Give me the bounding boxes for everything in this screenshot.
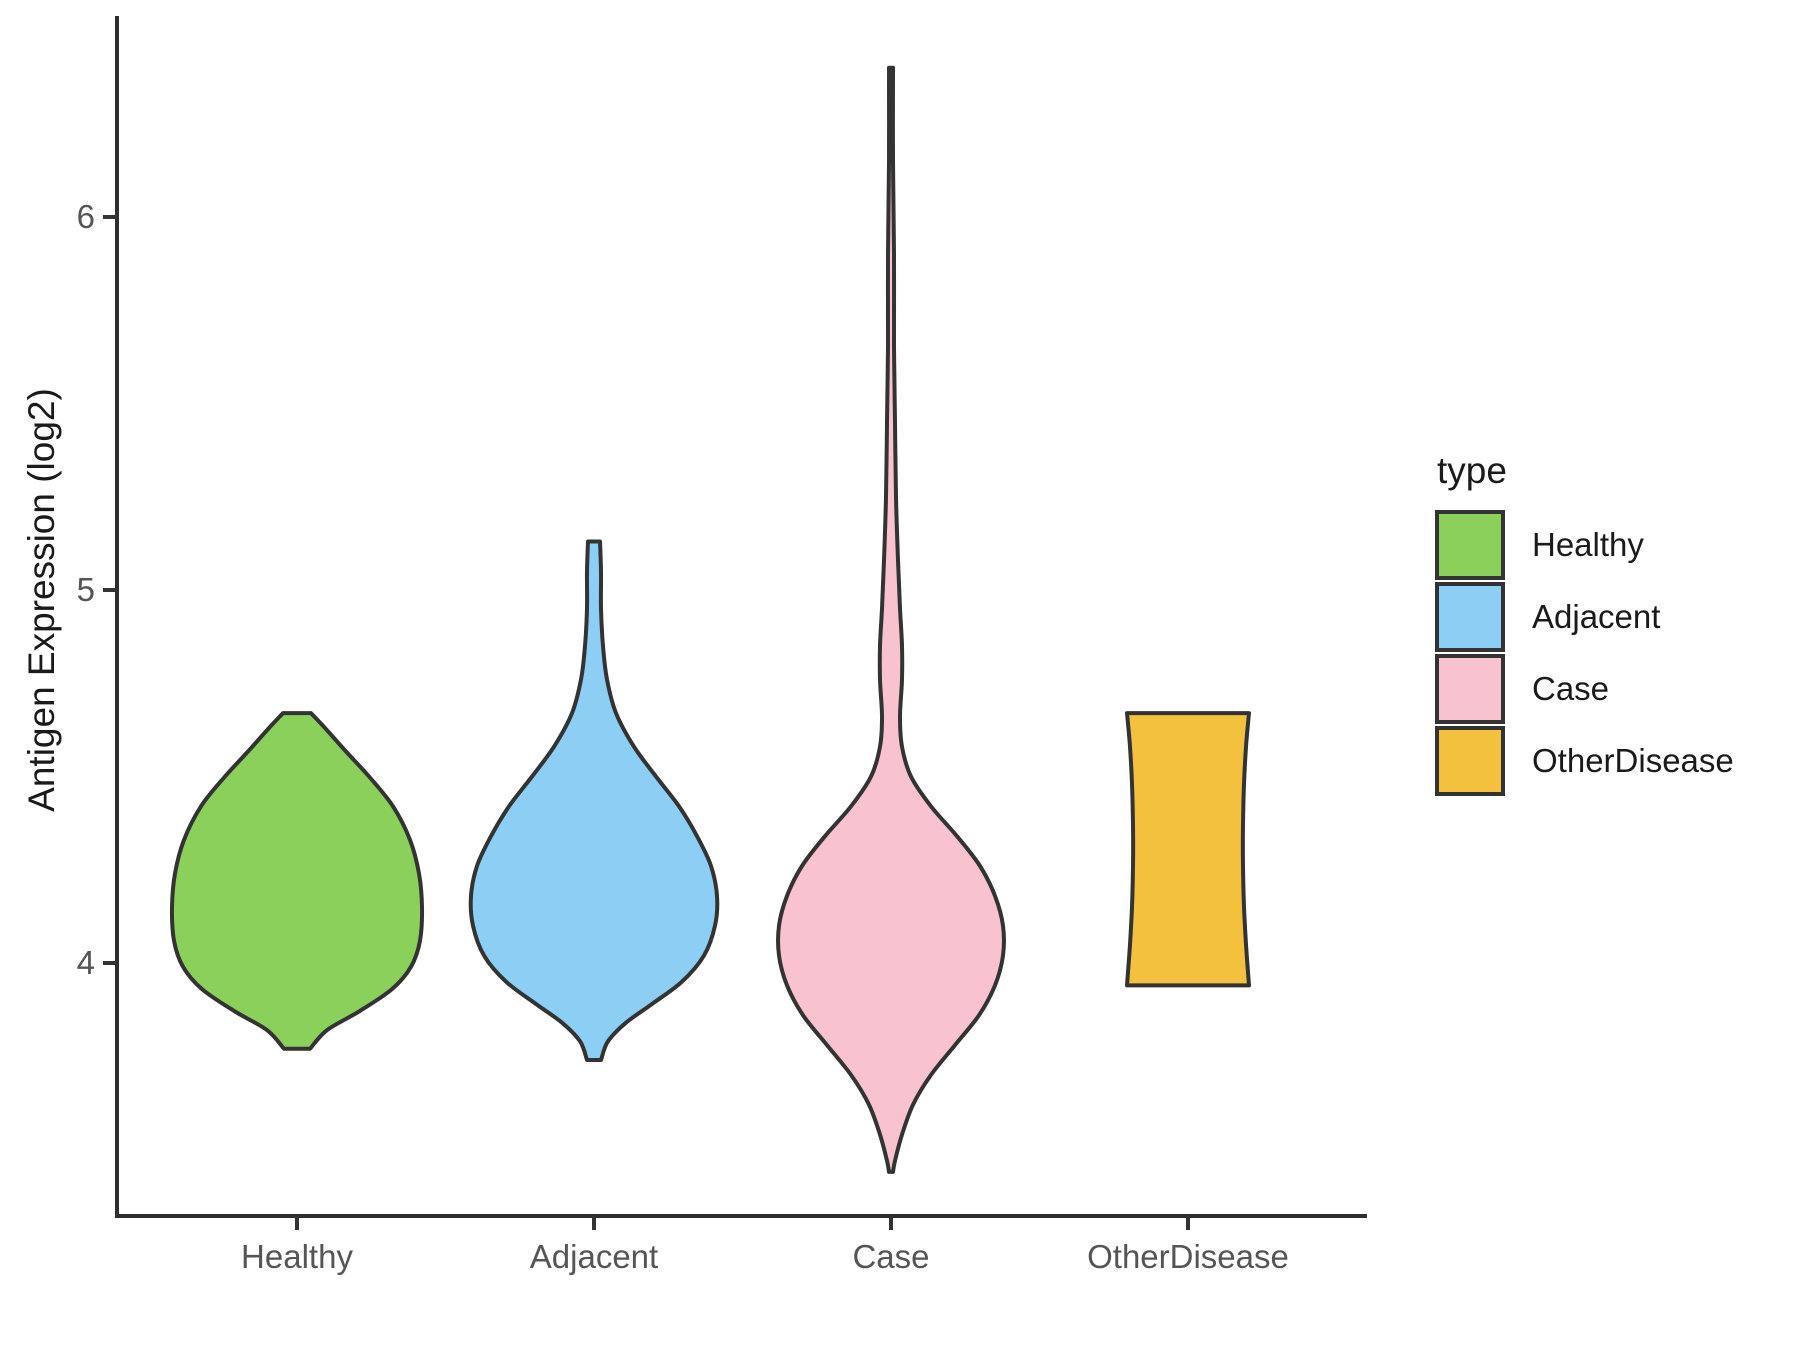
y-axis-title: Antigen Expression (log2) <box>21 388 62 812</box>
legend-label-case: Case <box>1532 670 1609 707</box>
legend-label-otherdisease: OtherDisease <box>1532 742 1734 779</box>
y-tick-label: 4 <box>77 944 95 981</box>
x-tick-label-otherdisease: OtherDisease <box>1087 1238 1289 1275</box>
legend-swatch-otherdisease <box>1435 726 1505 796</box>
x-tick-label-healthy: Healthy <box>241 1238 353 1275</box>
x-tick-label-case: Case <box>852 1238 929 1275</box>
legend-label-adjacent: Adjacent <box>1532 598 1660 635</box>
violins-layer <box>169 65 1251 1174</box>
legend-label-healthy: Healthy <box>1532 526 1644 563</box>
y-tick-label: 5 <box>77 571 95 608</box>
legend-swatch-healthy <box>1435 510 1505 580</box>
violin-adjacent <box>468 539 720 1062</box>
legend-swatch-case <box>1435 654 1505 724</box>
violin-otherdisease <box>1125 711 1251 988</box>
legend-swatch-adjacent <box>1435 582 1505 652</box>
x-tick-label-adjacent: Adjacent <box>530 1238 658 1275</box>
y-tick-label: 6 <box>77 198 95 235</box>
violin-case <box>776 65 1006 1174</box>
legend-title: type <box>1437 450 1507 491</box>
violin-healthy <box>169 711 425 1051</box>
